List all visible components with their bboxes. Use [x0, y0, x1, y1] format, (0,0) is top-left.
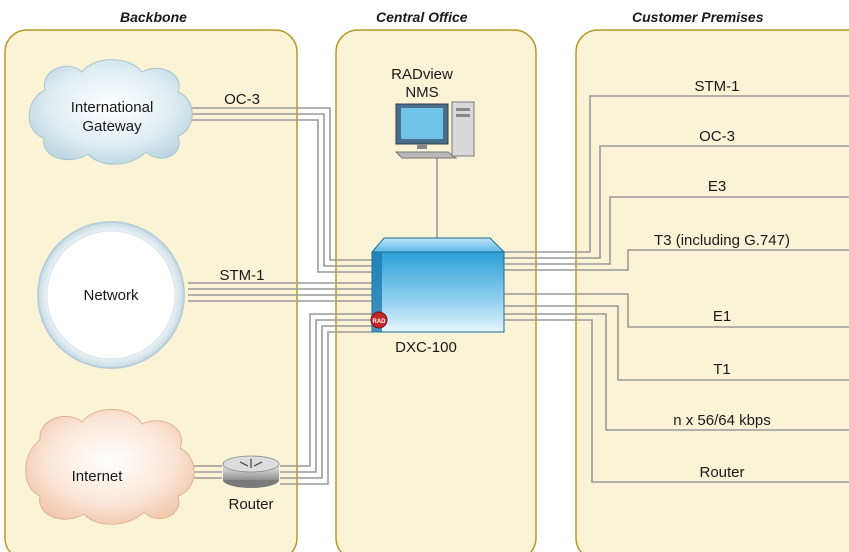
section-title-central-office: Central Office: [376, 9, 468, 25]
customer-link-stm1: STM-1: [695, 78, 740, 95]
customer-link-e1: E1: [713, 308, 731, 325]
link-label-oc3: OC-3: [224, 91, 260, 108]
internet-label: Internet: [72, 468, 124, 485]
nms-label-line2: NMS: [405, 84, 438, 101]
customer-link-t1: T1: [713, 361, 731, 378]
customer-premises-panel: [575, 29, 849, 552]
customer-link-t3: T3 (including G.747): [654, 232, 790, 249]
backbone-links: [184, 107, 372, 485]
network-label: Network: [83, 287, 139, 304]
section-title-backbone: Backbone: [120, 9, 187, 25]
nms-computer-icon: [394, 101, 475, 159]
international-gateway-cloud: [28, 59, 193, 165]
customer-link-nx56: n x 56/64 kbps: [673, 412, 771, 429]
dxc-label: DXC-100: [395, 339, 457, 356]
internet-cloud: [25, 409, 195, 525]
nms-label-line1: RADview: [391, 66, 453, 83]
customer-link-e3: E3: [708, 178, 726, 195]
dxc-100-device: [370, 237, 506, 333]
section-title-customer-premises: Customer Premises: [632, 9, 764, 25]
link-label-stm1: STM-1: [220, 267, 265, 284]
gateway-label-line1: International: [71, 99, 154, 116]
customer-link-oc3: OC-3: [699, 128, 735, 145]
customer-link-router: Router: [699, 464, 744, 481]
gateway-label-line2: Gateway: [82, 118, 142, 135]
network-ring-inner: [46, 230, 176, 360]
customer-links: [504, 95, 849, 483]
router-label: Router: [228, 496, 273, 513]
router-icon: [222, 455, 280, 488]
dxc-badge-label: RAD: [373, 319, 387, 325]
